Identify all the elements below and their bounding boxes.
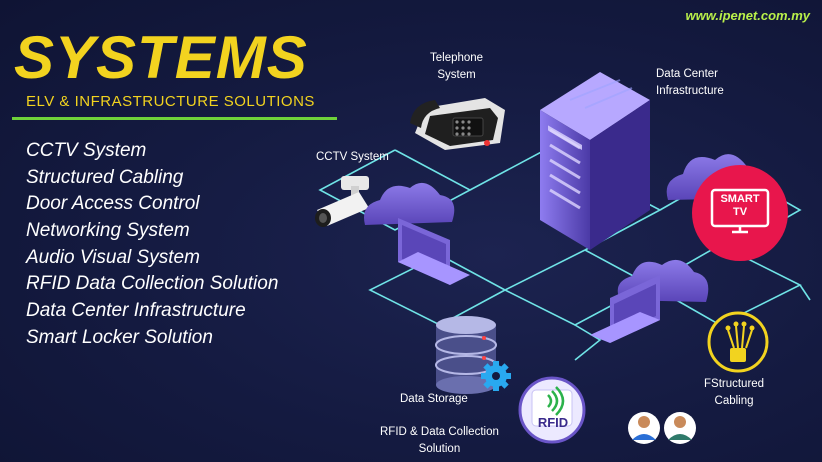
cabling-label-line: Cabling: [714, 394, 754, 407]
services-list: CCTV System Structured Cabling Door Acce…: [26, 138, 278, 352]
list-item: Structured Cabling: [26, 166, 184, 188]
page-title: SYSTEMS: [14, 24, 308, 91]
laptop-icon: [398, 218, 470, 285]
server-rack-icon: [540, 72, 650, 250]
cctv-label: CCTV System: [316, 151, 389, 163]
smart-tv-line: TV: [732, 206, 748, 219]
telephone-label: Telephone System: [430, 50, 483, 83]
cabling-label-line: FStructured: [704, 378, 765, 390]
rfid-label-line: RFID & Data Collection: [380, 426, 499, 438]
person-icon: [664, 412, 696, 444]
rfid-icon: [518, 376, 586, 444]
smart-tv-icon: [692, 165, 788, 261]
cabling-label: FStructured Cabling: [704, 376, 764, 409]
rfid-badge-text: RFID: [537, 415, 569, 430]
list-item: Smart Locker Solution: [26, 326, 213, 348]
smart-tv-text: SMART TV: [712, 193, 768, 219]
page-subtitle: ELV & INFRASTRUCTURE SOLUTIONS: [26, 93, 315, 110]
datacenter-label-line: Infrastructure: [656, 84, 724, 97]
data-storage-label: Data Storage: [400, 393, 468, 405]
rfid-label: RFID & Data Collection Solution: [380, 424, 499, 457]
telephone-label-line: Telephone: [430, 52, 484, 64]
smart-tv-line: SMART: [720, 193, 760, 205]
laptop-icon: [590, 275, 660, 343]
gear-icon: [481, 361, 511, 391]
website-url[interactable]: www.ipenet.com.my: [685, 8, 811, 23]
datacenter-label: Data Center Infrastructure: [656, 66, 724, 99]
cable-icon: [707, 311, 769, 373]
list-item: CCTV System: [26, 140, 147, 161]
list-item: RFID Data Collection Solution: [26, 273, 279, 295]
list-item: Audio Visual System: [26, 246, 200, 268]
person-icon: [628, 412, 660, 444]
cloud-icon: [364, 182, 455, 225]
cctv-camera-icon: [315, 176, 369, 227]
rfid-label-line: Solution: [418, 442, 461, 455]
list-item: Door Access Control: [26, 193, 200, 215]
telephone-label-line: System: [437, 68, 476, 81]
list-item: Networking System: [26, 220, 190, 242]
title-underline: [12, 117, 337, 120]
list-item: Data Center Infrastructure: [26, 300, 246, 322]
datacenter-label-line: Data Center: [656, 68, 719, 80]
telephone-icon: [410, 98, 505, 150]
